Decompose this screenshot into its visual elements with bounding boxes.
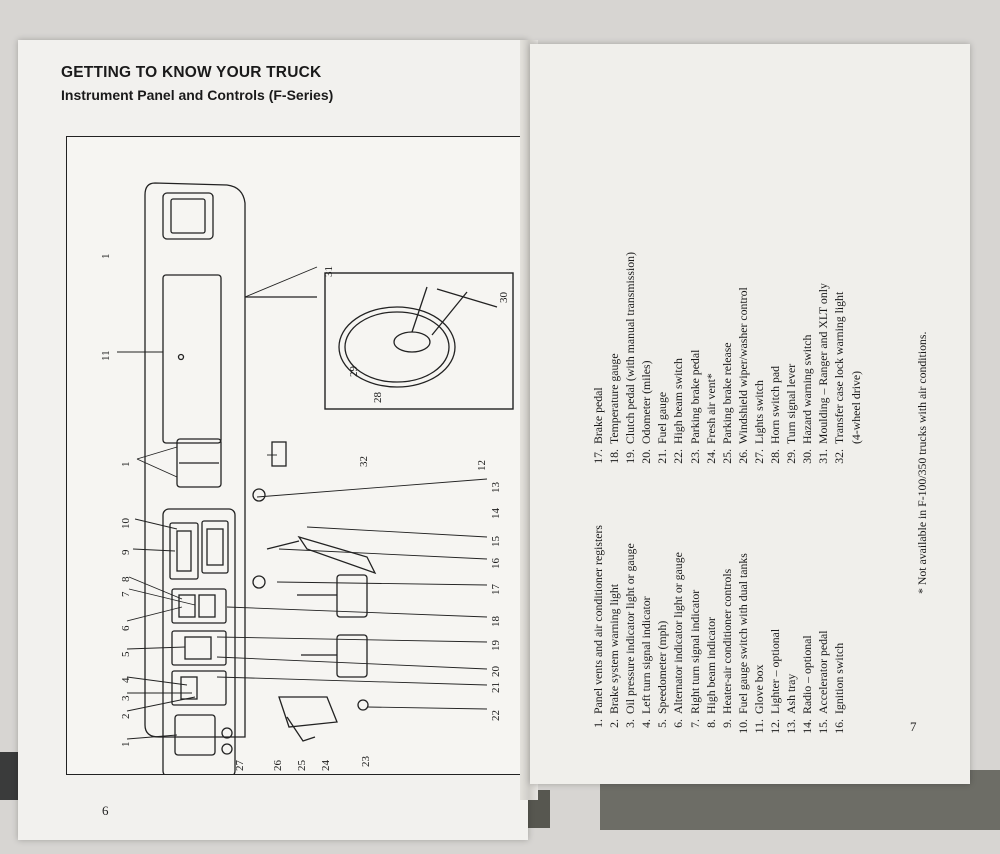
page-title: GETTING TO KNOW YOUR TRUCK bbox=[61, 64, 322, 81]
callout-11: 11 bbox=[100, 350, 112, 361]
legend-column-1: 1.Panel vents and air conditioner regist… bbox=[590, 469, 864, 739]
bottom-vent bbox=[174, 714, 216, 756]
callout-9: 9 bbox=[120, 549, 132, 555]
list-item: 30.Hazard warning switch bbox=[800, 334, 815, 464]
callout-1: 1 bbox=[120, 462, 132, 468]
callout-14: 14 bbox=[490, 508, 502, 520]
list-item: 5.Speedometer (mph) bbox=[655, 620, 670, 728]
brake-pedal bbox=[336, 574, 368, 618]
callout-13: 13 bbox=[490, 482, 502, 494]
list-item: 12.Lighter – optional bbox=[768, 628, 783, 734]
list-item: 10.Fuel gauge switch with dual tanks bbox=[735, 553, 750, 734]
callout-30: 30 bbox=[498, 292, 510, 304]
top-vent bbox=[162, 192, 214, 240]
list-item: 4.Left turn signal indicator bbox=[639, 596, 654, 728]
callout-15: 15 bbox=[490, 536, 502, 548]
center-vents bbox=[176, 438, 222, 488]
legend-list: 1.Panel vents and air conditioner regist… bbox=[590, 194, 864, 739]
callout-3: 3 bbox=[120, 695, 132, 701]
list-item: 31.Moulding – Ranger and XLT only bbox=[816, 283, 831, 464]
page-number: 7 bbox=[910, 719, 917, 734]
callout-32: 32 bbox=[358, 456, 370, 467]
gauge-block bbox=[171, 588, 227, 624]
callout-26: 26 bbox=[272, 760, 284, 772]
list-item: 27.Lights switch bbox=[751, 380, 766, 464]
list-item: 8.High beam indicator bbox=[703, 617, 718, 728]
callout-10: 10 bbox=[120, 518, 132, 530]
cluster-housing bbox=[162, 508, 236, 774]
list-item: 23.Parking brake pedal bbox=[687, 349, 702, 464]
callout-27: 27 bbox=[234, 760, 246, 772]
list-item: 18.Temperature gauge bbox=[607, 353, 622, 464]
callout-24: 24 bbox=[320, 760, 332, 772]
callout-20: 20 bbox=[490, 666, 502, 678]
legend-column-2: 17.Brake pedal 18.Temperature gauge 19.C… bbox=[590, 199, 864, 469]
list-item: 32.Transfer case lock warning light bbox=[832, 291, 847, 464]
list-item: (4-wheel drive) bbox=[848, 370, 863, 444]
callout-31: 31 bbox=[323, 266, 335, 277]
callout-5: 5 bbox=[120, 651, 132, 657]
callout-28: 28 bbox=[372, 392, 384, 404]
list-item: 13.Ash tray bbox=[784, 673, 799, 734]
callout-25: 25 bbox=[296, 760, 308, 772]
accelerator-pedal bbox=[297, 535, 377, 575]
page-subtitle: Instrument Panel and Controls (F-Series) bbox=[61, 87, 334, 103]
list-item: 14.Radio – optional bbox=[800, 635, 815, 734]
speedometer bbox=[171, 630, 227, 666]
list-item: 15.Accelerator pedal bbox=[816, 630, 831, 734]
legend-list-area: 1.Panel vents and air conditioner regist… bbox=[590, 194, 910, 739]
list-item: 6.Alternator indicator light or gauge bbox=[671, 552, 686, 728]
callout-21: 21 bbox=[490, 682, 502, 693]
callout-2: 2 bbox=[120, 714, 132, 720]
callout-16: 16 bbox=[490, 558, 502, 570]
callout-1: 1 bbox=[120, 742, 132, 748]
list-item: 9.Heater-air conditioner controls bbox=[719, 568, 734, 728]
callout-7: 7 bbox=[120, 591, 132, 597]
list-item: 24.Fresh air vent* bbox=[703, 373, 718, 464]
list-item: 7.Right turn signal indicator bbox=[687, 589, 702, 728]
dashboard-outline bbox=[144, 182, 246, 738]
footnote: * Not available in F-100/350 trucks with… bbox=[915, 331, 929, 594]
callout-17: 17 bbox=[490, 584, 502, 596]
callout-6: 6 bbox=[120, 625, 132, 631]
callout-8: 8 bbox=[120, 576, 132, 582]
callout-12: 12 bbox=[476, 460, 488, 471]
diagram-frame: 1 11 1 10 9 8 7 6 5 4 3 2 1 27 26 25 24 … bbox=[66, 136, 522, 775]
list-item: 25.Parking brake release bbox=[719, 342, 734, 464]
page-number: 6 bbox=[102, 803, 109, 818]
list-item: 20.Odometer (miles) bbox=[639, 360, 654, 464]
list-item: 16.Ignition switch bbox=[832, 642, 847, 734]
steering-wheel bbox=[338, 306, 456, 388]
callout-1: 1 bbox=[100, 254, 112, 260]
callout-29: 29 bbox=[348, 366, 360, 378]
left-page: GETTING TO KNOW YOUR TRUCK Instrument Pa… bbox=[18, 40, 528, 840]
right-page: 1.Panel vents and air conditioner regist… bbox=[530, 44, 970, 784]
clutch-pedal bbox=[336, 634, 368, 678]
list-item: 19.Clutch pedal (with manual transmissio… bbox=[623, 252, 638, 464]
steering-inset bbox=[324, 272, 514, 410]
glove-box bbox=[162, 274, 222, 444]
callout-23: 23 bbox=[360, 756, 372, 768]
callout-22: 22 bbox=[490, 710, 502, 721]
parking-brake bbox=[278, 696, 338, 728]
list-item: 2.Brake system warning light bbox=[607, 583, 622, 728]
list-item: 22.High beam switch bbox=[671, 358, 686, 464]
list-item: 17.Brake pedal bbox=[591, 387, 605, 464]
list-item: 29.Turn signal lever bbox=[784, 363, 799, 464]
list-item: 28.Horn switch pad bbox=[768, 366, 783, 464]
callout-19: 19 bbox=[490, 640, 502, 652]
callout-4: 4 bbox=[120, 677, 132, 683]
callout-18: 18 bbox=[490, 616, 502, 628]
radio bbox=[201, 520, 229, 574]
list-item: 21.Fuel gauge bbox=[655, 391, 670, 464]
list-item: 11.Glove box bbox=[751, 664, 766, 734]
list-item: 26.Windshield wiper/washer control bbox=[735, 287, 750, 464]
instrument-panel-diagram: 1 11 1 10 9 8 7 6 5 4 3 2 1 27 26 25 24 … bbox=[100, 182, 514, 774]
list-item: 3.Oil pressure indicator light or gauge bbox=[623, 543, 638, 728]
list-item: 1.Panel vents and air conditioner regist… bbox=[591, 524, 605, 728]
